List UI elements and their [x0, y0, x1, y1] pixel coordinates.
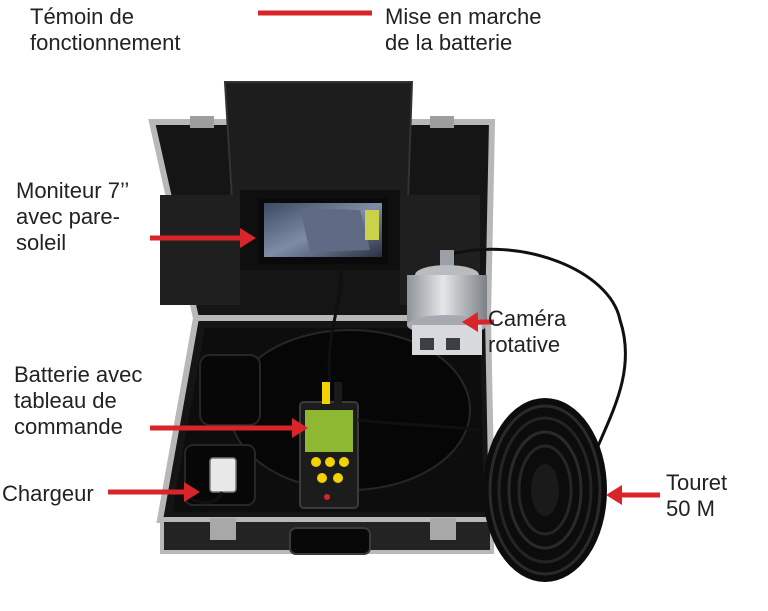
charger	[189, 457, 237, 505]
label-status-light: Témoin de fonctionnement	[30, 4, 181, 55]
label-battery-power: Mise en marche de la batterie	[385, 4, 542, 55]
cable-reel-50m	[483, 398, 607, 582]
annotation-arrows	[108, 10, 660, 505]
label-camera: Caméra rotative	[488, 306, 567, 357]
sunshade-hood	[223, 81, 414, 201]
arrow-camera	[462, 312, 478, 332]
arrow-battery-panel	[292, 418, 308, 438]
monitor-7-inch	[258, 198, 388, 264]
battery-control-box	[299, 382, 359, 509]
arrow-charger	[184, 482, 200, 502]
arrow-reel	[606, 485, 622, 505]
label-reel: Touret 50 M	[666, 470, 728, 521]
label-charger: Chargeur	[2, 481, 94, 506]
rotating-camera	[407, 250, 487, 355]
cables	[327, 247, 627, 481]
arrow-monitor	[240, 228, 256, 248]
label-monitor: Moniteur 7’’ avec pare- soleil	[16, 178, 130, 255]
label-battery-panel: Batterie avec tableau de commande	[14, 362, 143, 439]
